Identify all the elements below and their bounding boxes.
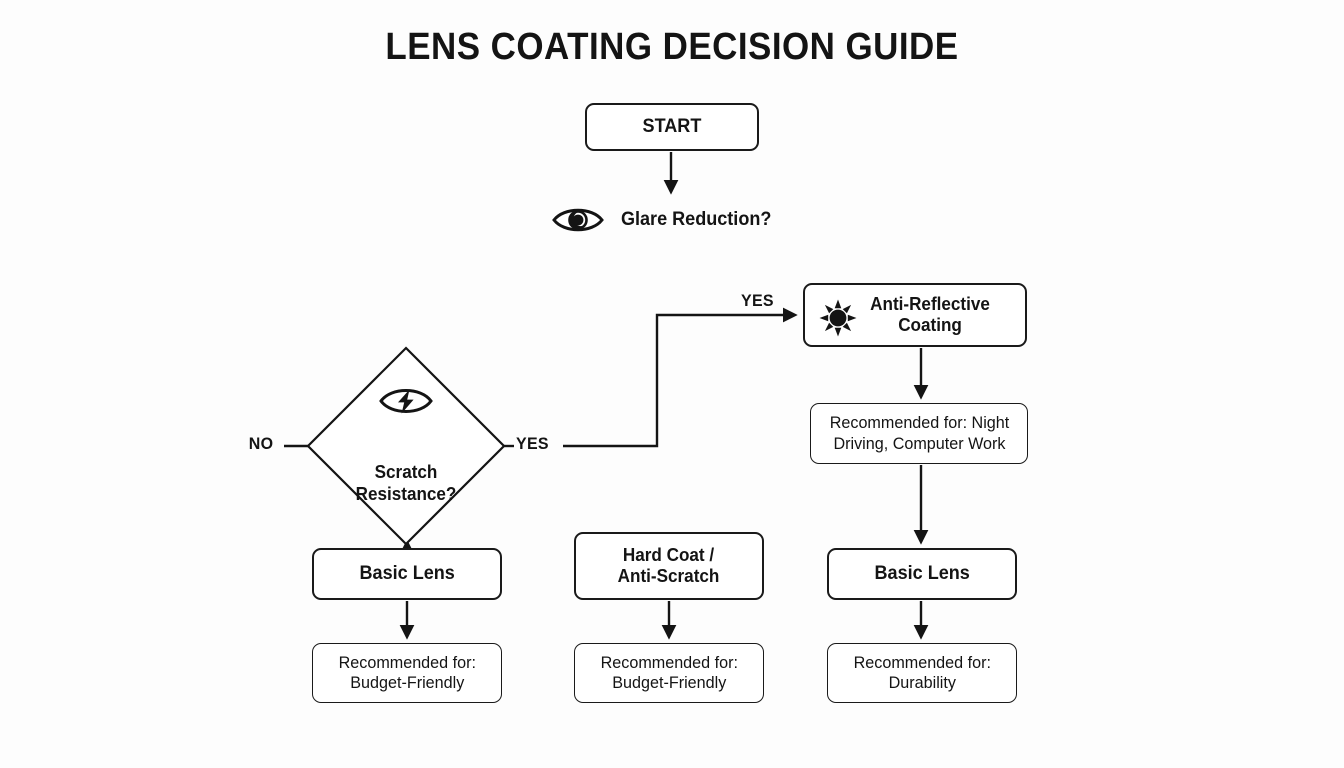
node-ar-durability[interactable]: Recommended for: Durability <box>827 643 1017 703</box>
sun-icon <box>819 299 857 337</box>
node-basic-lens-label: Basic Lens <box>359 562 455 584</box>
edge-scratch-yes-to-ar <box>563 307 798 448</box>
node-hard-coat[interactable]: Hard Coat / Anti-Scratch <box>574 532 764 600</box>
node-hard-coat-recommended[interactable]: Recommended for: Budget-Friendly <box>574 643 764 703</box>
lightning-eye-icon <box>378 384 434 418</box>
node-ar-basic-lens-label: Basic Lens <box>874 562 970 584</box>
node-anti-reflective-coating[interactable]: Anti-Reflective Coating <box>803 283 1027 347</box>
node-scratch-resistance[interactable]: Scratch Resistance? <box>306 346 506 546</box>
node-glare-label: Glare Reduction? <box>620 209 772 230</box>
node-start[interactable]: START <box>585 103 759 151</box>
node-start-label: START <box>642 115 702 137</box>
node-ar-durability-label: Recommended for: Durability <box>853 652 991 692</box>
node-anti-reflective-label: Anti-Reflective Coating <box>870 293 990 335</box>
node-basic-lens[interactable]: Basic Lens <box>312 548 502 600</box>
eye-icon <box>552 205 604 235</box>
node-basic-lens-recommended[interactable]: Recommended for: Budget-Friendly <box>312 643 502 703</box>
node-ar-recommended-label: Recommended for: Night Driving, Computer… <box>829 413 1009 453</box>
node-hard-coat-recommended-label: Recommended for: Budget-Friendly <box>600 652 738 692</box>
node-ar-recommended[interactable]: Recommended for: Night Driving, Computer… <box>810 403 1028 464</box>
node-glare-reduction[interactable]: Glare Reduction? <box>552 203 775 237</box>
edge-label-yes-anti-reflective: YES <box>741 291 774 310</box>
page-title: LENS COATING DECISION GUIDE <box>385 26 959 68</box>
node-ar-basic-lens[interactable]: Basic Lens <box>827 548 1017 600</box>
edge-label-yes-scratch: YES <box>516 434 549 453</box>
node-scratch-resistance-label: Scratch Resistance? <box>355 462 457 504</box>
node-hard-coat-label: Hard Coat / Anti-Scratch <box>618 544 720 586</box>
edge-label-no-scratch: NO <box>248 434 274 453</box>
node-basic-lens-recommended-label: Recommended for: Budget-Friendly <box>338 652 476 692</box>
